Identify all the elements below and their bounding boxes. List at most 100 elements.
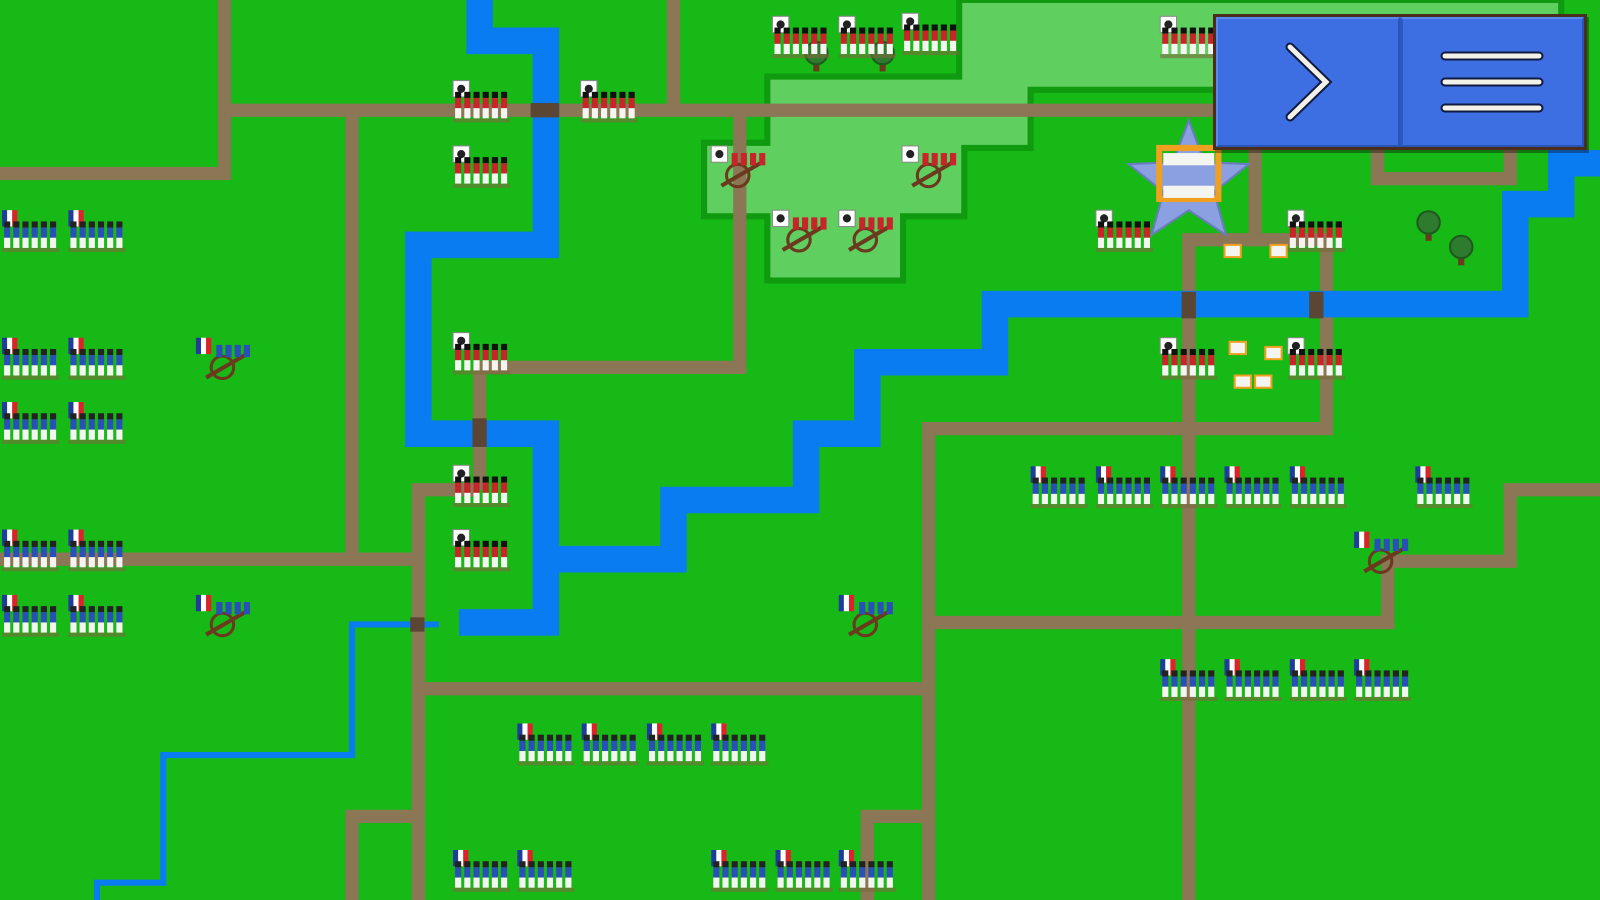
allied-infantry-unit[interactable] (838, 15, 896, 59)
rivers (93, 0, 1600, 900)
allied-infantry-unit[interactable] (452, 145, 511, 188)
soldier (4, 606, 11, 613)
soldier (501, 97, 508, 109)
french-infantry-unit[interactable] (2, 337, 60, 380)
soldier (1180, 670, 1187, 677)
soldier (795, 861, 803, 868)
french-infantry-unit[interactable] (646, 723, 705, 766)
french-infantry-unit[interactable] (2, 594, 60, 637)
soldier (583, 740, 590, 752)
french-infantry-unit[interactable] (68, 594, 126, 637)
gunner (1374, 538, 1381, 552)
french-artillery-unit[interactable] (195, 337, 250, 381)
allied-infantry-unit[interactable] (452, 80, 511, 123)
allied-artillery-unit[interactable] (771, 209, 827, 253)
allied-infantry-unit[interactable] (452, 332, 511, 375)
flag-icon (1160, 466, 1176, 483)
french-artillery-unit[interactable] (195, 594, 250, 638)
allied-artillery-unit[interactable] (901, 145, 957, 189)
french-infantry-unit[interactable] (1415, 466, 1473, 509)
soldier (1162, 493, 1169, 505)
french-infantry-unit[interactable] (453, 850, 511, 892)
soldier (1317, 365, 1324, 376)
french-artillery-unit[interactable] (1354, 531, 1409, 574)
allied-infantry-unit[interactable] (901, 12, 960, 56)
french-infantry-unit[interactable] (711, 723, 769, 766)
french-infantry-unit[interactable] (581, 723, 639, 766)
flag-icon (453, 850, 469, 867)
soldier (88, 429, 95, 440)
french-infantry-unit[interactable] (1354, 659, 1412, 702)
french-infantry-unit[interactable] (517, 850, 575, 892)
soldier (823, 877, 830, 888)
soldier (107, 227, 114, 238)
soldier (1198, 33, 1206, 44)
french-infantry-unit[interactable] (2, 210, 60, 253)
french-infantry-unit[interactable] (775, 850, 833, 892)
french-infantry-unit[interactable] (711, 850, 769, 892)
soldier (501, 108, 508, 119)
soldier (31, 429, 38, 440)
allied-infantry-unit[interactable] (1287, 337, 1345, 380)
soldier (676, 734, 683, 741)
bridge (1309, 291, 1324, 319)
soldier (1134, 237, 1141, 248)
gunner (234, 602, 241, 615)
french-infantry-unit[interactable] (68, 402, 126, 444)
allied-infantry-unit[interactable] (1159, 337, 1218, 380)
allied-infantry-unit[interactable] (452, 529, 511, 572)
french-infantry-unit[interactable] (1160, 659, 1218, 702)
french-infantry-unit[interactable] (1224, 466, 1282, 509)
soldier (1116, 477, 1123, 484)
french-infantry-unit[interactable] (1289, 466, 1347, 509)
allied-artillery-unit[interactable] (838, 209, 893, 253)
soldier (491, 360, 498, 371)
french-infantry-unit[interactable] (838, 850, 896, 892)
french-infantry-unit[interactable] (1095, 466, 1154, 509)
allied-infantry-unit[interactable] (1159, 15, 1218, 59)
soldier (1162, 483, 1169, 494)
allied-infantry-unit[interactable] (580, 80, 638, 123)
soldier (501, 492, 508, 504)
french-infantry-unit[interactable] (68, 210, 126, 253)
allied-infantry-unit[interactable] (1095, 209, 1154, 253)
soldier (556, 734, 563, 741)
french-infantry-unit[interactable] (1030, 466, 1088, 509)
french-infantry-unit[interactable] (68, 337, 126, 380)
soldier (1383, 676, 1390, 687)
soldier (4, 612, 11, 623)
allied-artillery-unit[interactable] (710, 145, 766, 189)
soldier (482, 877, 489, 888)
french-infantry-unit[interactable] (517, 723, 575, 766)
soldier (473, 492, 480, 504)
french-artillery-unit[interactable] (838, 594, 893, 638)
next-turn-button[interactable] (1216, 17, 1400, 147)
french-infantry-unit[interactable] (2, 529, 60, 572)
allied-infantry-unit[interactable] (1287, 209, 1345, 253)
soldier (1235, 477, 1242, 484)
allied-infantry-unit[interactable] (771, 15, 830, 59)
flag-icon (195, 594, 212, 612)
bridge (530, 103, 560, 118)
gunner (877, 217, 884, 230)
french-infantry-unit[interactable] (68, 529, 126, 572)
soldier (1289, 227, 1296, 238)
menu-button[interactable] (1399, 17, 1584, 147)
soldier (811, 33, 818, 44)
soldier (519, 740, 526, 752)
soldier (1263, 686, 1270, 697)
soldier (482, 360, 489, 371)
soldier (50, 540, 57, 547)
french-infantry-unit[interactable] (2, 402, 60, 444)
objective-star[interactable] (1125, 117, 1288, 389)
soldier (31, 227, 38, 238)
french-infantry-unit[interactable] (1289, 659, 1347, 702)
french-infantry-unit[interactable] (1160, 466, 1218, 509)
soldier (913, 24, 920, 31)
allied-infantry-unit[interactable] (452, 464, 511, 508)
french-infantry-unit[interactable] (1224, 659, 1282, 702)
soldier (740, 861, 747, 868)
soldier (940, 40, 947, 52)
flag-icon (2, 337, 18, 355)
